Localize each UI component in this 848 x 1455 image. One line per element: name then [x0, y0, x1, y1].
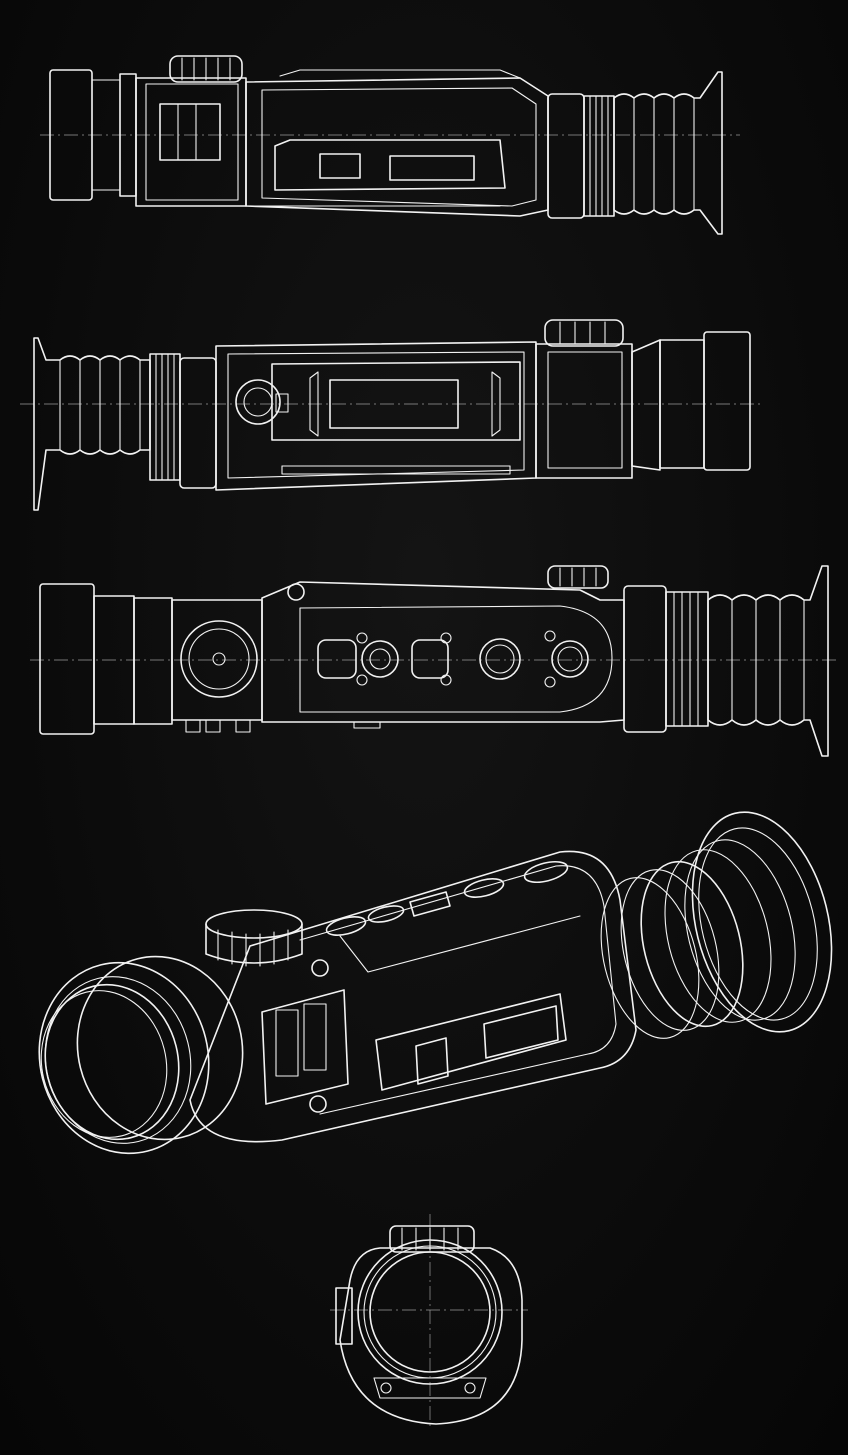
- side-view: [30, 565, 840, 757]
- top-view: [40, 55, 740, 235]
- isometric-view: [38, 811, 833, 1155]
- front-view: [330, 1214, 528, 1426]
- bottom-view: [20, 319, 760, 511]
